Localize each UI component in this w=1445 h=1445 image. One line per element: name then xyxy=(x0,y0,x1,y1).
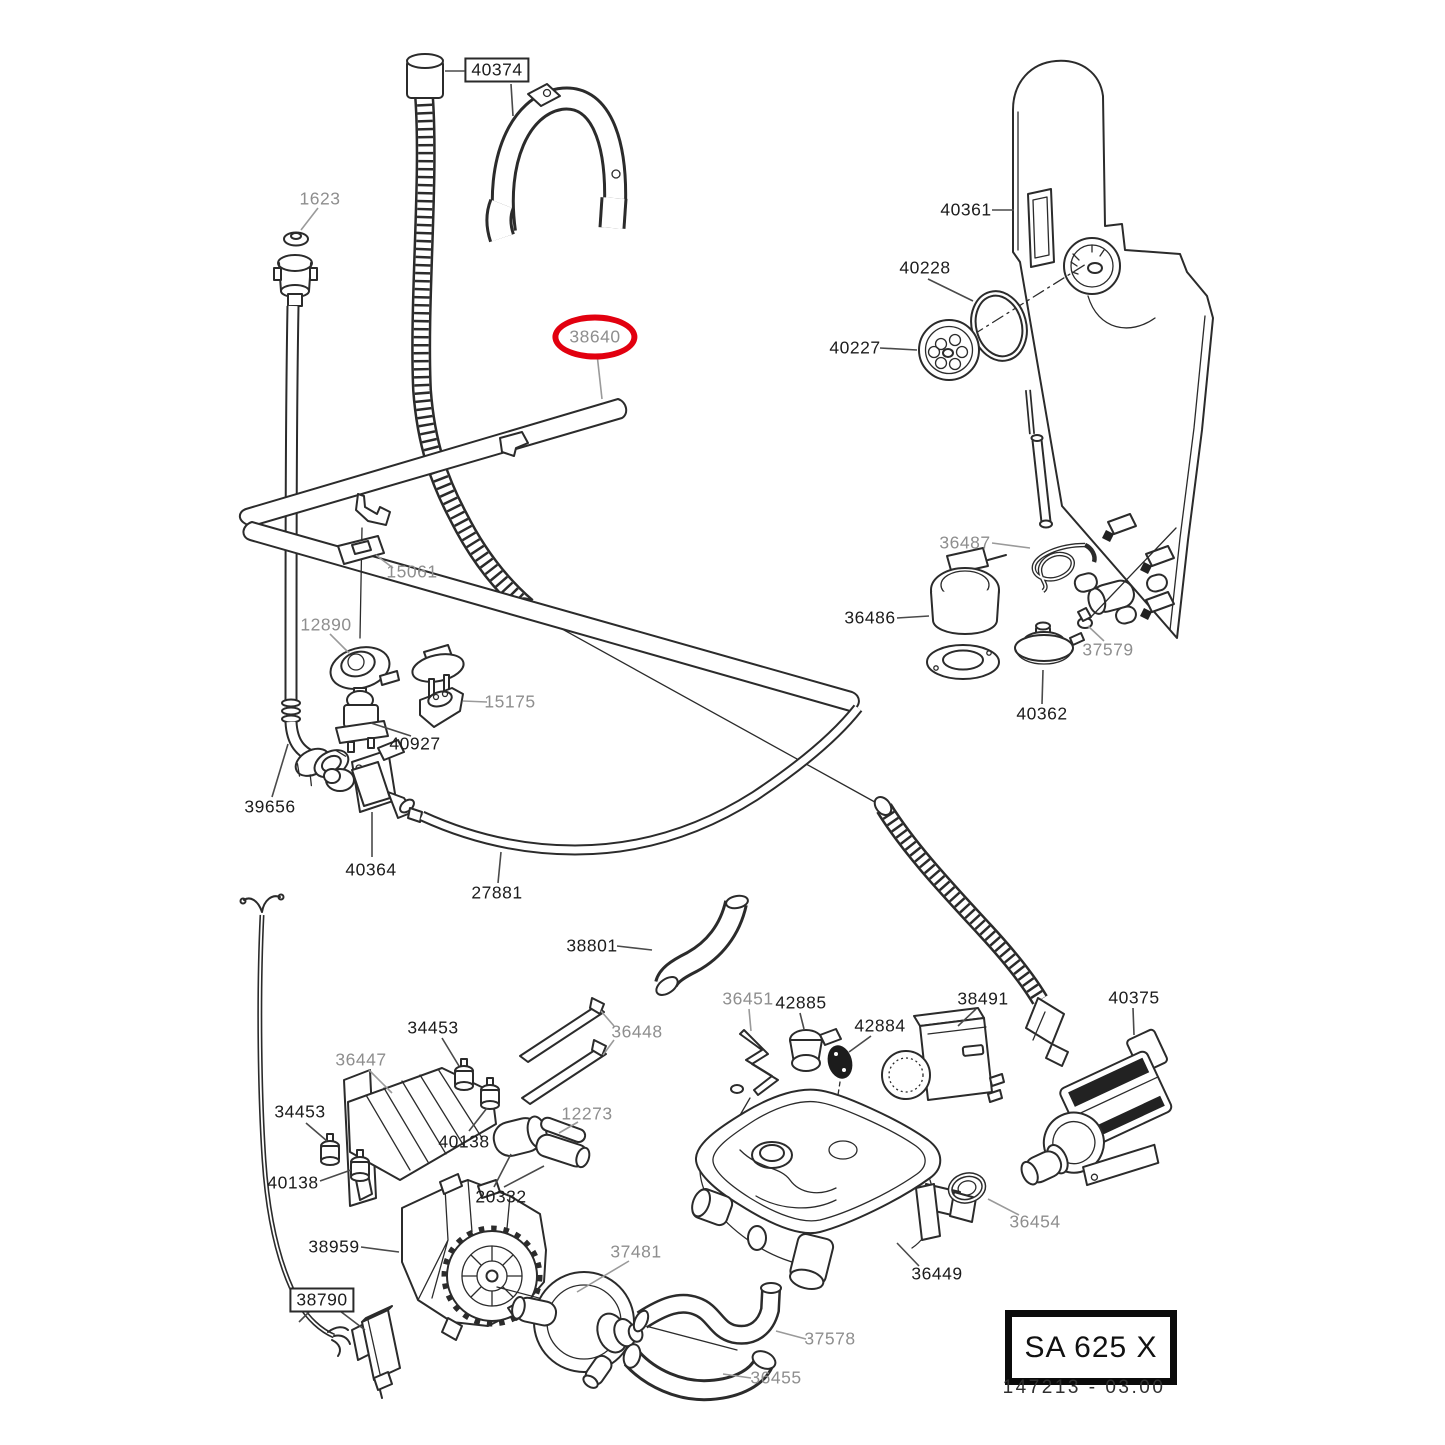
fixing-strips-36448 xyxy=(519,997,607,1105)
part-label-40138-right: 40138 xyxy=(438,1131,490,1152)
part-label-40375: 40375 xyxy=(1108,987,1160,1008)
funnel-42885 xyxy=(789,1028,842,1072)
part-label-34453-top: 34453 xyxy=(407,1017,459,1038)
drain-pump-40375 xyxy=(1020,1028,1173,1187)
fill-hose-27881 xyxy=(419,704,863,856)
part-label-36448: 36448 xyxy=(611,1021,663,1042)
doc-number: 147213 - 03.00 xyxy=(1002,1377,1166,1398)
panel-clips-and-bushings xyxy=(1073,513,1177,625)
seal-12890 xyxy=(329,646,400,690)
part-label-34453-left: 34453 xyxy=(274,1101,326,1122)
wire-holder-36451 xyxy=(721,1029,779,1147)
mounting-panel-40361 xyxy=(951,59,1214,639)
pump-housing-37481 xyxy=(496,1271,738,1389)
part-label-27881: 27881 xyxy=(471,882,523,903)
part-label-1623: 1623 xyxy=(299,188,341,209)
model-code-box: SA 625 X xyxy=(1005,1310,1177,1385)
leader-lines xyxy=(271,70,1135,1379)
part-label-40362: 40362 xyxy=(1016,703,1068,724)
part-label-37481: 37481 xyxy=(610,1241,662,1262)
suppressor-38790 xyxy=(351,1305,401,1399)
part-label-38790: 38790 xyxy=(289,1287,355,1313)
part-label-37578: 37578 xyxy=(804,1328,856,1349)
clamp-40138-right xyxy=(480,1077,500,1110)
part-label-38959: 38959 xyxy=(308,1236,360,1257)
part-label-36447: 36447 xyxy=(335,1049,387,1070)
clamp-40138-left xyxy=(350,1149,370,1182)
switch-40927 xyxy=(335,687,389,753)
hose-36455 xyxy=(622,1343,777,1402)
hose-clips xyxy=(355,431,529,639)
part-label-37579: 37579 xyxy=(1082,639,1134,660)
clamp-34453-top xyxy=(454,1058,474,1091)
element-terminal xyxy=(411,644,465,697)
part-label-15061: 15061 xyxy=(386,561,438,582)
drain-hose-upper xyxy=(406,53,883,807)
part-label-38640: 38640 xyxy=(552,314,638,360)
part-label-36451: 36451 xyxy=(722,988,774,1009)
part-label-36487: 36487 xyxy=(939,532,991,553)
part-label-40138-left: 40138 xyxy=(267,1172,319,1193)
part-label-12890: 12890 xyxy=(300,614,352,635)
seal-disc-42884 xyxy=(827,1045,853,1109)
part-label-42885: 42885 xyxy=(775,992,827,1013)
part-label-40361: 40361 xyxy=(940,199,992,220)
drain-hose-guide-40374 xyxy=(485,83,628,243)
part-label-12273: 12273 xyxy=(561,1103,613,1124)
part-label-40228: 40228 xyxy=(899,257,951,278)
part-label-36449: 36449 xyxy=(911,1263,963,1284)
part-label-38801: 38801 xyxy=(566,935,618,956)
part-label-15175: 15175 xyxy=(484,691,536,712)
model-code-text: SA 625 X xyxy=(1024,1330,1158,1364)
part-label-40927: 40927 xyxy=(389,733,441,754)
power-cord xyxy=(239,893,351,1357)
vent-hose-38801 xyxy=(654,894,749,996)
fill-valve-40364 xyxy=(323,739,423,823)
part-label-40364: 40364 xyxy=(345,859,397,880)
seal-ring-36454 xyxy=(947,1172,987,1204)
part-label-36455: 36455 xyxy=(750,1367,802,1388)
part-label-39656: 39656 xyxy=(244,796,296,817)
part-label-42884: 42884 xyxy=(854,1015,906,1036)
mounting-plate-15061 xyxy=(337,535,385,565)
hose-37578 xyxy=(632,1282,782,1345)
grommet-1623 xyxy=(283,231,309,247)
part-label-38491: 38491 xyxy=(957,988,1009,1009)
part-label-40227: 40227 xyxy=(829,337,881,358)
dispenser-38491 xyxy=(881,1007,1005,1103)
pressure-switch-36486 xyxy=(926,547,1007,680)
pressure-chamber-40362 xyxy=(1014,621,1085,665)
o-ring-40228 xyxy=(970,290,1028,362)
nipple-37579 xyxy=(1077,607,1093,629)
sump-36449 xyxy=(691,1088,977,1290)
terminal-cover-15175 xyxy=(419,687,464,728)
part-label-20332: 20332 xyxy=(475,1186,527,1207)
part-label-40374: 40374 xyxy=(464,57,530,83)
part-label-36454: 36454 xyxy=(1009,1211,1061,1232)
capacitors-20332-12273 xyxy=(492,1115,591,1169)
clamp-34453-left xyxy=(320,1133,340,1166)
valve-disc-40227 xyxy=(918,319,980,381)
part-label-36486: 36486 xyxy=(844,607,896,628)
drain-hose-lower xyxy=(873,796,1069,1067)
wire-clip-36487 xyxy=(1031,542,1097,593)
